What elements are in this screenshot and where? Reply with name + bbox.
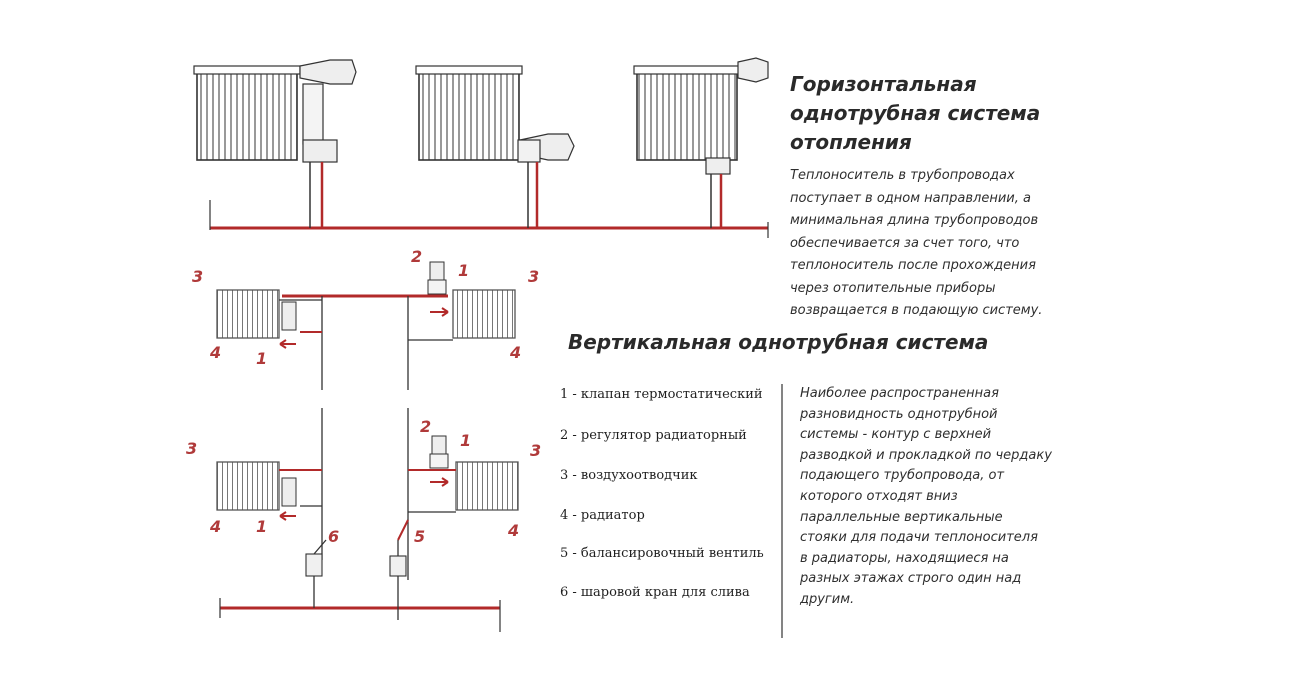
text-line: параллельные вертикальные (800, 509, 1003, 525)
legend-item: 4 - радиатор (560, 508, 645, 523)
vertical-description: Наиболее распространенная разновидность … (800, 384, 1052, 611)
callout-5: 5 (414, 527, 425, 546)
callout-1: 1 (256, 517, 267, 536)
legend-item: 1 - клапан термостатический (560, 387, 763, 402)
text-line: через отопительные приборы (790, 280, 996, 296)
legend-item: 2 - регулятор радиаторный (560, 428, 747, 443)
text-line: теплоноситель после прохождения (790, 258, 1036, 273)
text-line: минимальная длина трубопроводов (790, 213, 1039, 228)
text-line: в радиаторы, находящиеся на (800, 550, 1009, 566)
text-line: стояки для подачи теплоносителя (800, 530, 1038, 546)
callout-4: 4 (209, 517, 221, 536)
horizontal-title: Горизонтальная однотрубная система отопл… (790, 70, 1040, 157)
text-line: Теплоноситель в трубопроводах (790, 168, 1015, 183)
text-line: другим. (800, 591, 855, 607)
radiator-lower-left (216, 461, 322, 521)
callout-1: 1 (460, 431, 471, 450)
callout-3: 3 (530, 441, 541, 460)
callout-6: 6 (328, 527, 339, 546)
radiator-1 (193, 59, 357, 228)
radiator-upper-right (408, 261, 516, 341)
radiator-lower-right (408, 435, 519, 513)
title-line: отопления (790, 130, 912, 154)
radiator-2 (415, 65, 575, 228)
callout-2: 2 (411, 247, 422, 266)
callout-4: 4 (507, 521, 519, 540)
callout-3: 3 (186, 439, 197, 458)
horizontal-system (193, 57, 769, 238)
callout-3: 3 (528, 267, 539, 286)
text-line: системы - контур с верхней (800, 427, 992, 443)
vertical-system: 3 3 2 1 4 1 4 3 3 2 1 4 1 4 6 5 (186, 247, 783, 638)
text-line: Наиболее распространенная (800, 386, 999, 401)
callout-labels: 3 3 2 1 4 1 4 3 3 2 1 4 1 4 6 5 (186, 247, 541, 546)
horizontal-description: Теплоноситель в трубопроводах поступает … (790, 165, 1042, 323)
callout-4: 4 (509, 343, 521, 362)
callout-2: 2 (420, 417, 431, 436)
balancing-valve (389, 519, 409, 577)
text-line: поступает в одном направлении, а (790, 190, 1031, 206)
radiator-3 (633, 57, 769, 228)
vertical-title: Вертикальная однотрубная система (568, 330, 989, 354)
legend-item: 3 - воздухоотводчик (560, 468, 698, 483)
text-line: возвращается в подающую систему. (790, 303, 1043, 318)
text-line: которого отходят вниз (800, 488, 958, 504)
ball-valve (305, 539, 327, 577)
text-line: разновидность однотрубной (800, 406, 998, 422)
text-line: обеспечивается за счет того, что (790, 235, 1020, 251)
callout-4: 4 (209, 343, 221, 362)
title-line: однотрубная система (790, 101, 1041, 125)
text-line: разводкой и прокладкой по чердаку (800, 447, 1052, 463)
legend-item: 6 - шаровой кран для слива (560, 585, 750, 600)
callout-1: 1 (458, 261, 469, 280)
radiator-upper-left (216, 289, 322, 349)
callout-3: 3 (192, 267, 203, 286)
callout-1: 1 (256, 349, 267, 368)
legend-item: 5 - балансировочный вентиль (560, 546, 764, 561)
title-line: Горизонтальная (790, 72, 977, 96)
text-line: разных этажах строго один над (800, 571, 1022, 587)
text-line: подающего трубопровода, от (800, 468, 1005, 484)
